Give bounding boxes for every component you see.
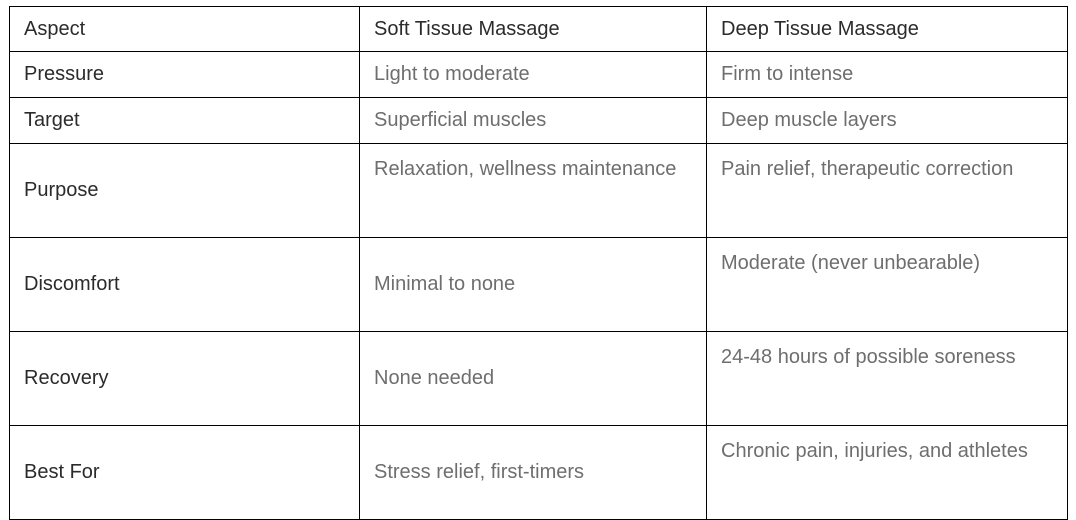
cell-deep-tissue-massage: Chronic pain, injuries, and athletes <box>706 425 1068 520</box>
cell-deep-tissue-massage: Deep muscle layers <box>706 97 1068 144</box>
cell-soft-tissue-massage: Light to moderate <box>359 51 707 98</box>
cell-deep-tissue-massage: Pain relief, therapeutic correction <box>706 143 1068 238</box>
cell-soft-tissue-massage: Superficial muscles <box>359 97 707 144</box>
cell-soft-tissue-massage: None needed <box>359 331 707 426</box>
cell-soft-tissue-massage: Minimal to none <box>359 237 707 332</box>
column-header-soft-tissue-massage: Soft Tissue Massage <box>359 6 707 52</box>
cell-soft-tissue-massage: Stress relief, first-timers <box>359 425 707 520</box>
table-header-row: Aspect Soft Tissue Massage Deep Tissue M… <box>9 6 1068 52</box>
massage-comparison-table: Aspect Soft Tissue Massage Deep Tissue M… <box>9 6 1068 520</box>
cell-deep-tissue-massage: Firm to intense <box>706 51 1068 98</box>
cell-deep-tissue-massage: 24-48 hours of possible soreness <box>706 331 1068 426</box>
row-label-cell: Discomfort <box>9 237 360 332</box>
comparison-table-container: Aspect Soft Tissue Massage Deep Tissue M… <box>9 6 1068 520</box>
cell-deep-tissue-massage: Moderate (never unbearable) <box>706 237 1068 332</box>
row-label-cell: Target <box>9 97 360 144</box>
table-body: Aspect Soft Tissue Massage Deep Tissue M… <box>9 6 1068 520</box>
row-label-cell: Purpose <box>9 143 360 238</box>
row-label-cell: Best For <box>9 425 360 520</box>
row-label-cell: Recovery <box>9 331 360 426</box>
column-header-deep-tissue-massage: Deep Tissue Massage <box>706 6 1068 52</box>
cell-soft-tissue-massage: Relaxation, wellness maintenance <box>359 143 707 238</box>
row-label-cell: Pressure <box>9 51 360 98</box>
column-header-aspect: Aspect <box>9 6 360 52</box>
